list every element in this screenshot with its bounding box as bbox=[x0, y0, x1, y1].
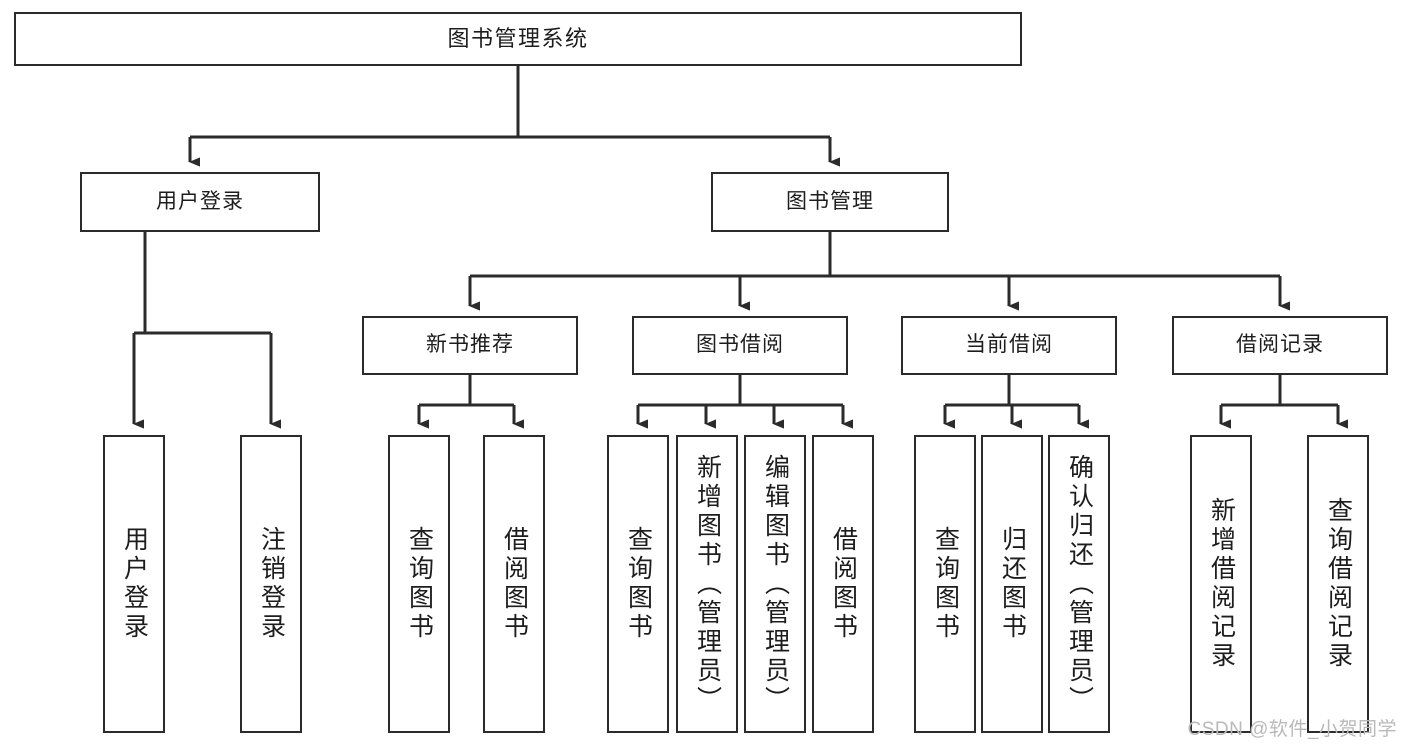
leaf-new-book-query[interactable]: 查询图书 bbox=[388, 435, 450, 733]
node-current-borrow[interactable]: 当前借阅 bbox=[901, 316, 1117, 375]
node-user-login[interactable]: 用户登录 bbox=[80, 172, 320, 232]
leaf-user-login-login[interactable]: 用户登录 bbox=[103, 435, 165, 733]
node-label: 归还图书 bbox=[998, 526, 1027, 642]
node-label: 新书推荐 bbox=[426, 333, 514, 357]
node-root-system[interactable]: 图书管理系统 bbox=[14, 12, 1022, 66]
node-label: 查询图书 bbox=[931, 526, 960, 642]
node-label: 图书管理系统 bbox=[447, 26, 589, 52]
node-new-book-recommend[interactable]: 新书推荐 bbox=[362, 316, 578, 375]
leaf-borrow-edit-book[interactable]: 编辑图书（管理员） bbox=[744, 435, 806, 733]
node-book-borrow[interactable]: 图书借阅 bbox=[632, 316, 848, 375]
leaf-record-query[interactable]: 查询借阅记录 bbox=[1307, 435, 1369, 733]
leaf-borrow-add-book[interactable]: 新增图书（管理员） bbox=[676, 435, 738, 733]
csdn-watermark: CSDN @软件_小贺同学 bbox=[1187, 719, 1397, 740]
node-label: 确认归还（管理员） bbox=[1065, 453, 1094, 715]
node-label: 用户登录 bbox=[156, 189, 244, 213]
node-label: 借阅图书 bbox=[500, 526, 529, 642]
leaf-borrow-query-book[interactable]: 查询图书 bbox=[607, 435, 669, 733]
node-label: 图书管理 bbox=[786, 189, 874, 213]
node-book-management[interactable]: 图书管理 bbox=[711, 172, 949, 232]
node-label: 查询图书 bbox=[405, 526, 434, 642]
leaf-current-return-book[interactable]: 归还图书 bbox=[981, 435, 1043, 733]
node-label: 新增借阅记录 bbox=[1207, 497, 1236, 671]
leaf-current-query-book[interactable]: 查询图书 bbox=[914, 435, 976, 733]
node-label: 当前借阅 bbox=[965, 333, 1053, 357]
leaf-borrow-borrow-book[interactable]: 借阅图书 bbox=[812, 435, 874, 733]
node-borrow-record[interactable]: 借阅记录 bbox=[1172, 316, 1388, 375]
node-label: 注销登录 bbox=[257, 526, 286, 642]
node-label: 查询借阅记录 bbox=[1324, 497, 1353, 671]
node-label: 用户登录 bbox=[120, 526, 149, 642]
node-label: 查询图书 bbox=[624, 526, 653, 642]
leaf-current-confirm-return[interactable]: 确认归还（管理员） bbox=[1048, 435, 1110, 733]
node-label: 编辑图书（管理员） bbox=[761, 453, 790, 715]
leaf-new-book-borrow[interactable]: 借阅图书 bbox=[483, 435, 545, 733]
leaf-user-login-logout[interactable]: 注销登录 bbox=[240, 435, 302, 733]
leaf-record-add[interactable]: 新增借阅记录 bbox=[1190, 435, 1252, 733]
node-label: 借阅记录 bbox=[1236, 333, 1324, 357]
node-label: 借阅图书 bbox=[829, 526, 858, 642]
node-label: 新增图书（管理员） bbox=[693, 453, 722, 715]
node-label: 图书借阅 bbox=[696, 333, 784, 357]
